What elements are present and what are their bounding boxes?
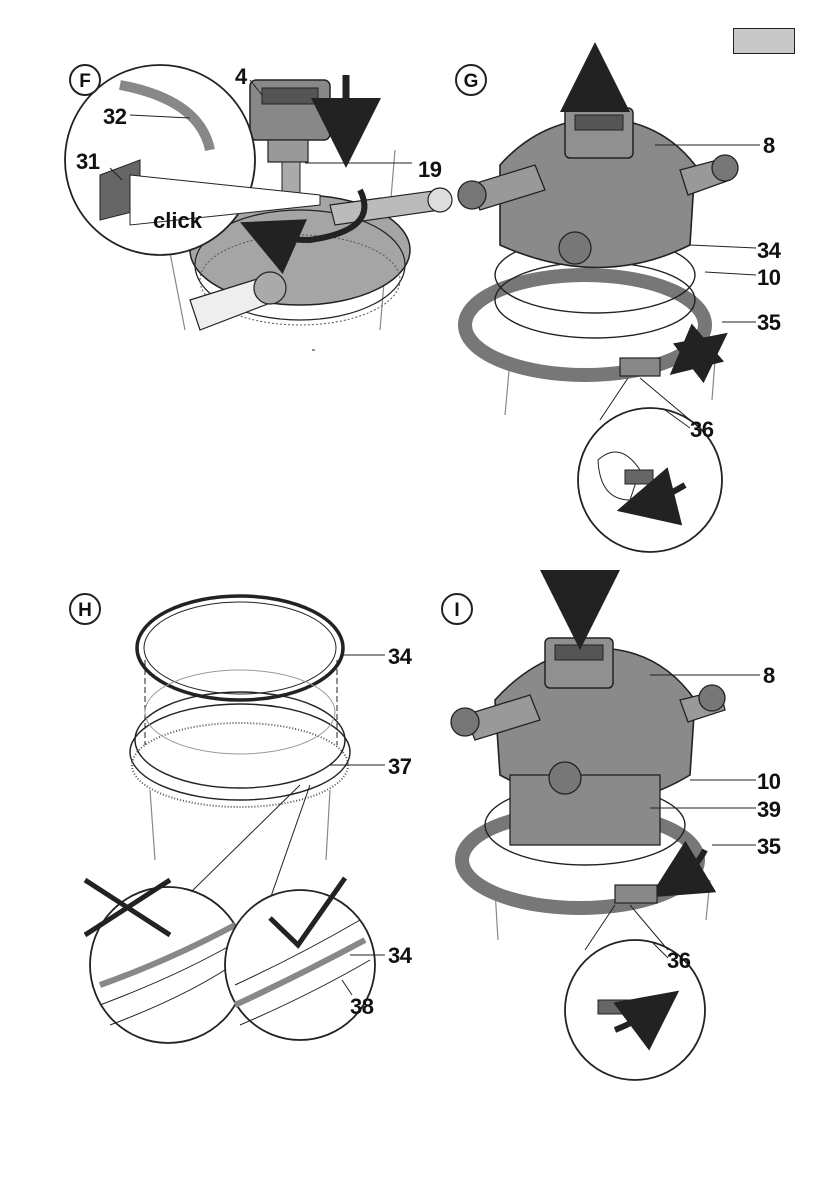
click-label: click bbox=[153, 208, 202, 234]
callout-i-8: 8 bbox=[763, 663, 775, 689]
callout-h-34-detail: 34 bbox=[388, 943, 411, 969]
callout-f-32: 32 bbox=[103, 104, 126, 130]
callout-i-35: 35 bbox=[757, 834, 780, 860]
panel-h-illustration bbox=[85, 596, 385, 1043]
panel-g-illustration bbox=[458, 70, 760, 552]
callout-i-36: 36 bbox=[667, 948, 690, 974]
panel-label-i: I bbox=[441, 593, 473, 625]
callout-f-19: 19 bbox=[418, 157, 441, 183]
callout-i-39: 39 bbox=[757, 797, 780, 823]
callout-g-36: 36 bbox=[690, 417, 713, 443]
panel-label-f: F bbox=[69, 64, 101, 96]
callout-g-10: 10 bbox=[757, 265, 780, 291]
panel-label-g: G bbox=[455, 64, 487, 96]
callout-g-34: 34 bbox=[757, 238, 780, 264]
callout-f-31: 31 bbox=[76, 149, 99, 175]
callout-h-37: 37 bbox=[388, 754, 411, 780]
callout-h-38: 38 bbox=[350, 994, 373, 1020]
callout-h-34: 34 bbox=[388, 644, 411, 670]
panel-i-illustration bbox=[451, 595, 760, 1080]
callout-f-4: 4 bbox=[235, 64, 247, 90]
callout-g-35: 35 bbox=[757, 310, 780, 336]
callout-g-8: 8 bbox=[763, 133, 775, 159]
callout-i-10: 10 bbox=[757, 769, 780, 795]
panel-label-h: H bbox=[69, 593, 101, 625]
